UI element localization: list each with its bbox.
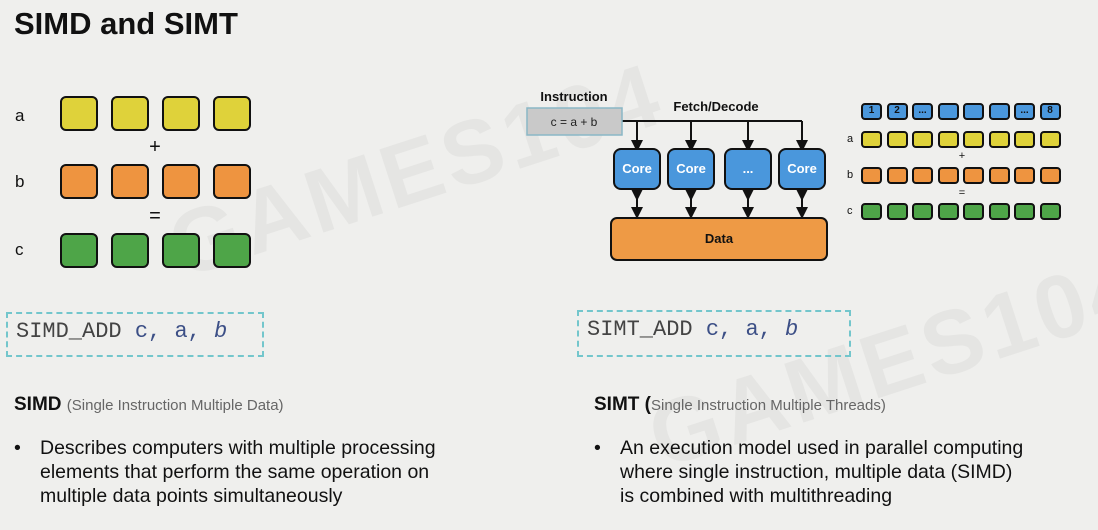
simt-row-label-a: a	[847, 133, 854, 145]
thread-lane-cell-a	[1039, 131, 1061, 148]
thread-lane-cell-b	[937, 167, 959, 184]
simt-row-label-b: b	[847, 169, 854, 181]
simt-equals-operator: =	[958, 187, 966, 199]
thread-lane-cell-b	[988, 167, 1010, 184]
bullet-marker: •	[14, 437, 21, 459]
simd-code-arg-b: b	[214, 319, 228, 344]
thread-lane-cell-b	[912, 167, 933, 184]
core-label: ...	[743, 161, 754, 176]
page-title: SIMD and SIMT	[14, 6, 238, 41]
simd-plus-operator: +	[149, 136, 161, 158]
simd-code-arg-c: c,	[134, 319, 162, 344]
thread-lane-cell-c	[937, 203, 959, 220]
simd-description-line: elements that perform the same operation…	[40, 461, 430, 483]
simd-instruction-code: SIMD_ADD c, a, b	[6, 312, 264, 357]
bullet-marker: •	[594, 437, 601, 459]
core-label: Core	[676, 161, 706, 176]
simd-lane-cell-c	[213, 233, 251, 268]
instruction-label: Instruction	[540, 89, 607, 104]
simd-label: SIMD	[14, 394, 62, 415]
simd-lane-cell-a	[162, 96, 200, 131]
thread-lane-header: 2	[886, 103, 908, 120]
simd-row-label-c: c	[15, 240, 24, 259]
core-label: Core	[787, 161, 817, 176]
core-unit: ...	[724, 148, 772, 190]
thread-lane-cell-c	[912, 203, 933, 220]
simd-description-line: multiple data points simultaneously	[40, 485, 343, 507]
thread-lane-cell-a	[1014, 131, 1035, 148]
thread-lane-cell-b	[886, 167, 908, 184]
thread-lane-cell-a	[937, 131, 959, 148]
simt-code-op: SIMT_ADD	[587, 317, 693, 342]
simd-lane-cell-b	[60, 164, 98, 199]
thread-lane-header	[963, 103, 984, 120]
simt-plus-operator: +	[958, 150, 966, 162]
fetch-decode-bus	[622, 120, 808, 152]
thread-lane-header: 8	[1039, 103, 1061, 120]
simd-equals-operator: =	[149, 205, 161, 227]
simt-description-line: An execution model used in parallel comp…	[620, 437, 1024, 459]
thread-lane-header: ...	[912, 103, 933, 120]
fetch-decode-label: Fetch/Decode	[673, 99, 758, 114]
simd-description: • Describes computers with multiple proc…	[14, 436, 534, 511]
data-label: Data	[705, 231, 734, 246]
thread-lane-cell-b	[1014, 167, 1035, 184]
thread-lane-cell-c	[861, 203, 882, 220]
thread-lane-cell-a	[912, 131, 933, 148]
simd-row-label-a: a	[15, 106, 25, 125]
thread-lane-cell-a	[988, 131, 1010, 148]
simt-heading: SIMT (Single Instruction Multiple Thread…	[594, 394, 886, 416]
simd-lane-cell-a	[111, 96, 149, 131]
core-unit: Core	[667, 148, 715, 190]
simd-row-label-b: b	[15, 172, 25, 191]
simd-lane-cell-a	[60, 96, 98, 131]
simt-expansion: Single Instruction Multiple Threads)	[651, 397, 886, 414]
simt-instruction-code: SIMT_ADD c, a, b	[577, 310, 851, 357]
core-unit: Core	[613, 148, 661, 190]
simd-heading: SIMD (Single Instruction Multiple Data)	[14, 394, 284, 416]
simt-row-label-c: c	[847, 205, 853, 217]
simd-code-op: SIMD_ADD	[16, 319, 122, 344]
thread-lane-cell-c	[1014, 203, 1035, 220]
thread-lane-cell-c	[988, 203, 1010, 220]
thread-lane-cell-c	[886, 203, 908, 220]
simt-description: • An execution model used in parallel co…	[594, 436, 1094, 511]
simd-lane-cell-a	[213, 96, 251, 131]
simt-code-arg-c: c,	[705, 317, 733, 342]
simd-lane-cell-b	[162, 164, 200, 199]
thread-lane-cell-a	[861, 131, 882, 148]
thread-lane-header: 1	[861, 103, 882, 120]
simd-lane-cell-c	[60, 233, 98, 268]
simd-description-line: Describes computers with multiple proces…	[40, 437, 436, 459]
instruction-box	[526, 107, 623, 136]
simt-code-arg-a: a,	[745, 317, 772, 342]
simd-lane-cell-c	[162, 233, 200, 268]
thread-lane-header: ...	[1014, 103, 1035, 120]
thread-lane-cell-b	[1039, 167, 1061, 184]
simt-description-line: where single instruction, multiple data …	[620, 461, 1013, 483]
thread-lane-header	[988, 103, 1010, 120]
core-data-links	[631, 189, 808, 219]
simd-lane-cell-b	[213, 164, 251, 199]
simt-label: SIMT	[594, 394, 640, 415]
thread-lane-cell-a	[886, 131, 908, 148]
thread-lane-header	[937, 103, 959, 120]
instruction-value: c = a + b	[551, 115, 598, 129]
simt-architecture-diagram: c = a + b Instruction Fetch/Decode Core …	[526, 89, 828, 261]
core-unit: Core	[778, 148, 826, 190]
thread-lane-cell-b	[861, 167, 882, 184]
thread-lane-cell-c	[1039, 203, 1061, 220]
simd-expansion: (Single Instruction Multiple Data)	[66, 397, 284, 414]
simd-lane-cell-c	[111, 233, 149, 268]
simd-code-arg-a: a,	[174, 319, 201, 344]
simd-lane-cell-b	[111, 164, 149, 199]
thread-lane-cell-c	[963, 203, 984, 220]
core-label: Core	[622, 161, 652, 176]
data-block	[610, 217, 828, 261]
simt-description-line: is combined with multithreading	[620, 485, 893, 507]
thread-lane-cell-b	[963, 167, 984, 184]
simt-code-arg-b: b	[785, 317, 799, 342]
simt-expansion-open: (	[644, 394, 651, 415]
thread-lane-cell-a	[963, 131, 984, 148]
